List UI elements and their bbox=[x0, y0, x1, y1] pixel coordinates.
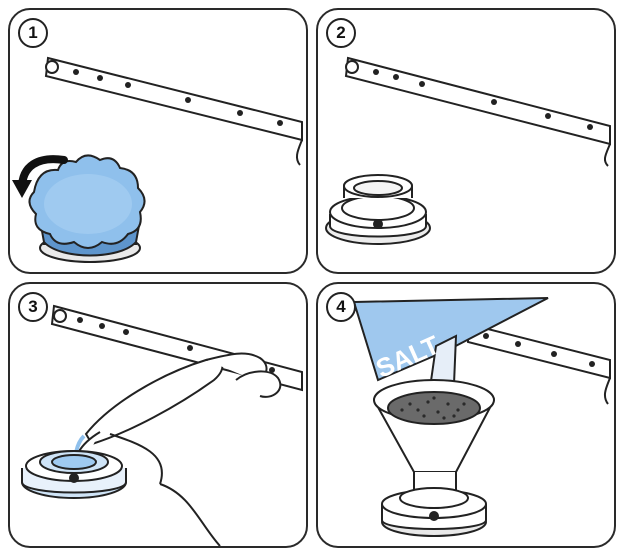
step-number: 2 bbox=[326, 18, 356, 48]
salt-reservoir-opening bbox=[325, 174, 431, 245]
step-1-panel: 1 bbox=[8, 8, 308, 274]
spray-arm-holes bbox=[73, 69, 283, 126]
salt-funnel bbox=[372, 379, 496, 493]
step-3-panel: 3 bbox=[8, 282, 308, 548]
step-number: 4 bbox=[326, 292, 356, 322]
step-4-illustration: SALT bbox=[352, 297, 611, 537]
step-2-illustration bbox=[325, 56, 611, 245]
salt-reservoir-opening bbox=[21, 450, 127, 499]
step-3-illustration bbox=[21, 304, 303, 546]
spray-arm bbox=[344, 56, 611, 167]
spray-arm-holes bbox=[373, 69, 593, 130]
salt-bag: SALT bbox=[352, 297, 549, 390]
step-number: 1 bbox=[18, 18, 48, 48]
salt-reservoir-base bbox=[381, 487, 487, 537]
step-4-panel: 4 SALT bbox=[316, 282, 616, 548]
water-jug bbox=[74, 352, 282, 546]
rotate-counterclockwise-arrow-icon bbox=[12, 155, 68, 198]
spray-arm-holes bbox=[483, 333, 595, 367]
salt-grains-in-funnel bbox=[400, 396, 466, 420]
spray-arm bbox=[44, 56, 303, 166]
step-2-panel: 2 bbox=[316, 8, 616, 274]
step-number: 3 bbox=[18, 292, 48, 322]
reservoir-cap bbox=[28, 154, 146, 257]
step-1-illustration bbox=[12, 56, 303, 263]
